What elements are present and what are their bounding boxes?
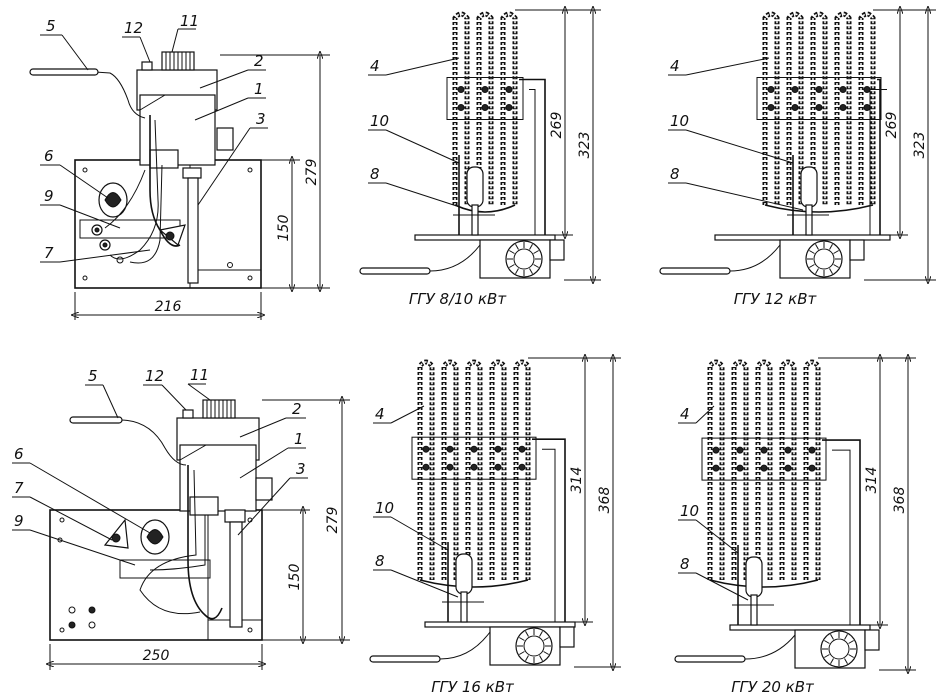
base-plate [74,159,262,289]
heat-exchanger-loop [513,359,531,580]
callout-6-large: 6 [14,445,24,463]
callout-9: 9 [44,187,54,205]
callout-6: 6 [44,147,54,165]
callout-8: 8 [370,165,380,183]
callout-4: 4 [370,57,380,75]
dim-inner-height: 269 [884,112,900,139]
callout-4: 4 [375,405,385,423]
view-caption: ГГУ 16 кВт [431,678,515,696]
callout-10: 10 [370,112,389,130]
callout-1: 1 [254,80,264,98]
callout-7: 7 [44,244,54,262]
view-caption: ГГУ 8/10 кВт [409,290,507,308]
callout-10: 10 [670,112,689,130]
dim-total-height-large: 279 [325,507,341,534]
dim-width-small: 216 [155,299,182,315]
callout-4: 4 [680,405,690,423]
callout-11: 11 [180,12,199,30]
callout-5: 5 [46,17,56,35]
dim-inner-height: 269 [549,112,565,139]
callout-8: 8 [670,165,680,183]
callout-3-large: 3 [296,460,306,478]
callout-2-large: 2 [292,400,302,418]
callout-3: 3 [256,110,266,128]
callout-8: 8 [680,555,690,573]
dim-inner-height: 314 [864,467,880,494]
dim-total-height: 323 [577,132,593,159]
callout-10: 10 [375,499,394,517]
callout-12: 12 [124,19,143,37]
dim-total-height: 368 [597,487,613,514]
dim-total-height: 368 [892,487,908,514]
heat-exchanger-loop [441,359,459,580]
callout-12-large: 12 [145,367,164,385]
callout-7-large: 7 [14,479,24,497]
callout-4: 4 [670,57,680,75]
callout-9-large: 9 [14,512,24,530]
callout-8: 8 [375,552,385,570]
heat-exchanger-loop [465,359,483,580]
heat-exchanger-loop [489,359,507,580]
dim-box-height-small: 150 [276,215,292,242]
view-front-large: 250 150 279 5 12 11 2 1 3 6 7 9 [12,366,350,670]
view-caption: ГГУ 20 кВт [731,678,815,696]
view-caption: ГГУ 12 кВт [734,290,818,308]
callout-10: 10 [680,502,699,520]
callout-2: 2 [254,52,264,70]
heat-exchanger-loop [417,359,435,580]
dim-total-height: 323 [912,132,928,159]
dim-box-height-large: 150 [287,564,303,591]
callout-11-large: 11 [190,366,209,384]
callout-5-large: 5 [88,367,98,385]
dim-inner-height: 314 [569,467,585,494]
view-front-small: 216 150 279 5 12 11 2 1 3 6 9 7 [29,12,330,320]
base-plate-large [49,509,263,641]
dim-width-large: 250 [143,648,170,664]
callout-1-large: 1 [294,430,304,448]
dim-total-height-small: 279 [304,159,320,186]
thermal-probe [29,68,99,76]
